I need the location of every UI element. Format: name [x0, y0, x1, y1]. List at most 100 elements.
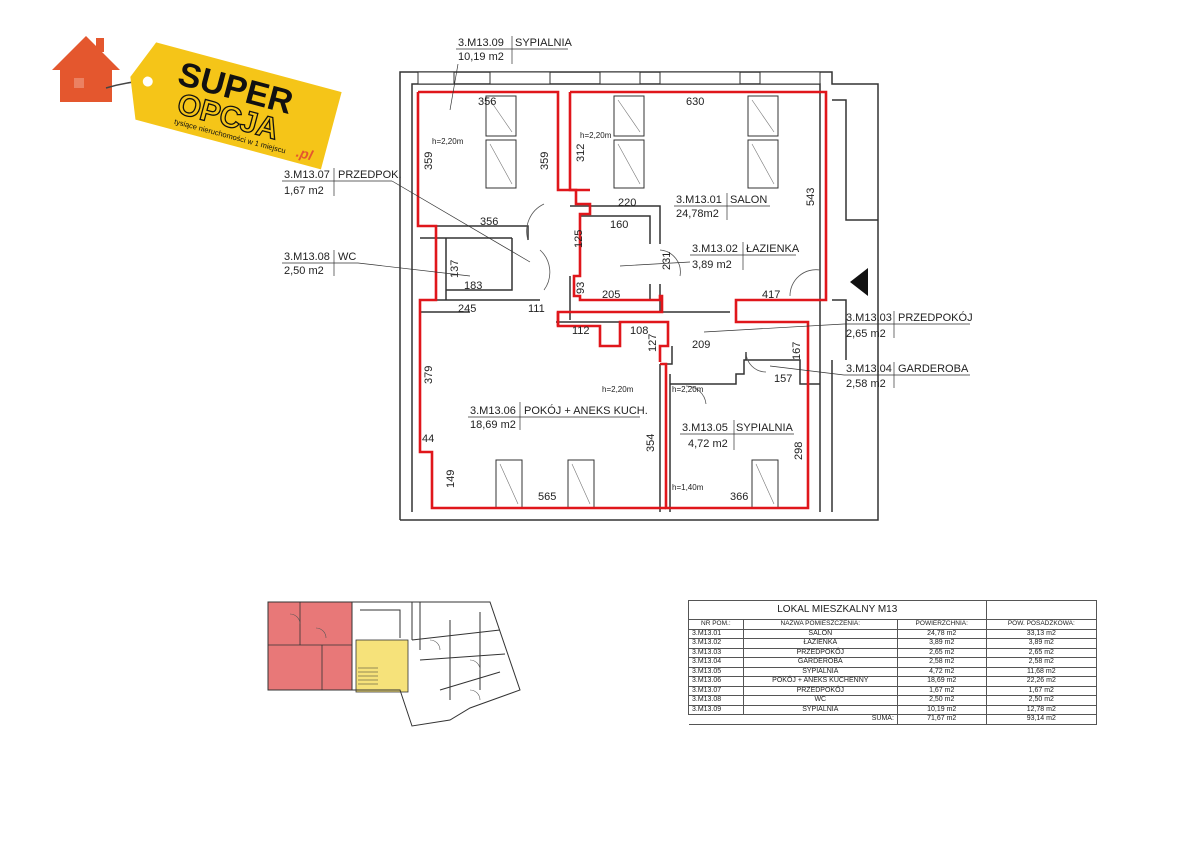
room-label-3-m13-06: 3.M13.06 POKÓJ + ANEKS KUCH. 18,69 m2	[468, 402, 648, 431]
svg-text:3,89 m2: 3,89 m2	[692, 259, 732, 271]
svg-text:GARDEROBA: GARDEROBA	[898, 363, 969, 375]
room-area-table: LOKAL MIESZKALNY M13 NR POM.: NAZWA POMI…	[688, 600, 1098, 725]
table-row: 3.M13.02 ŁAZIENKA 3,89 m2 3,89 m2	[688, 638, 1098, 649]
svg-text:ŁAZIENKA: ŁAZIENKA	[746, 243, 800, 255]
height-label: h=2,20m	[580, 131, 612, 140]
sum-area: 71,67 m2	[897, 714, 987, 725]
room-label-3-m13-02: 3.M13.02 ŁAZIENKA 3,89 m2	[619, 242, 800, 271]
dimension-label: 356	[480, 216, 498, 228]
room-label-3-m13-09: 3.M13.09 SYPIALNIA 10,19 m2	[449, 36, 573, 111]
dimension-label: 245	[458, 303, 476, 315]
table-row: 3.M13.06 POKÓJ + ANEKS KUCHENNY 18,69 m2…	[688, 676, 1098, 687]
room-label-3-m13-04: 3.M13.04 GARDEROBA 2,58 m2	[769, 362, 970, 390]
room-labels: 3.M13.09 SYPIALNIA 10,19 m2 3.M13.07 PRZ…	[282, 36, 973, 450]
table-title: LOKAL MIESZKALNY M13	[688, 600, 987, 620]
height-label: h=2,20m	[432, 137, 464, 146]
dimension-label: 630	[686, 96, 704, 108]
dimension-label: 359	[423, 152, 435, 170]
dimension-label: 565	[538, 491, 556, 503]
dimension-label: 366	[730, 491, 748, 503]
dimension-label: 137	[449, 260, 461, 278]
svg-text:2,65 m2: 2,65 m2	[846, 328, 886, 340]
svg-text:3.M13.09: 3.M13.09	[458, 37, 504, 49]
table-sum-row: SUMA: 71,67 m2 93,14 m2	[688, 714, 1098, 725]
dimension-label: 183	[464, 280, 482, 292]
table-header-cell: POWIERZCHNIA:	[896, 619, 987, 630]
svg-text:3.M13.07: 3.M13.07	[284, 169, 330, 181]
house-icon	[52, 36, 120, 102]
table-row: 3.M13.04 GARDEROBA 2,58 m2 2,58 m2	[688, 657, 1098, 668]
height-labels: h=2,20m h=2,20m h=2,20m h=2,20m h=1,40m	[432, 131, 704, 492]
dimension-label: 111	[528, 303, 545, 315]
svg-text:3.M13.03: 3.M13.03	[846, 312, 892, 324]
door-swings	[526, 203, 821, 405]
height-label: h=2,20m	[672, 385, 704, 394]
table-header-cell: NAZWA POMIESZCZENIA:	[742, 619, 898, 630]
dimension-label: 125	[573, 230, 585, 248]
dimension-label: 354	[645, 434, 657, 452]
room-label-3-m13-03: 3.M13.03 PRZEDPOKÓJ 2,65 m2	[703, 311, 973, 340]
table-header-row: NR POM.: NAZWA POMIESZCZENIA: POWIERZCHN…	[688, 619, 1098, 630]
dimension-label: 160	[610, 219, 628, 231]
svg-text:10,19 m2: 10,19 m2	[458, 51, 504, 63]
height-label: h=2,20m	[602, 385, 634, 394]
dimension-label: 44	[422, 433, 434, 445]
table-row: 3.M13.07 PRZEDPOKÓJ 1,67 m2 1,67 m2	[688, 685, 1098, 696]
dimension-label: 417	[762, 289, 780, 301]
dimension-label: 356	[478, 96, 496, 108]
key-plan	[267, 601, 521, 727]
dimension-label: 359	[539, 152, 551, 170]
room-label-3-m13-07: 3.M13.07 PRZEDPOK. 1,67 m2	[282, 168, 531, 263]
svg-text:4,72 m2: 4,72 m2	[688, 438, 728, 450]
sum-label: SUMA:	[743, 714, 898, 725]
dimension-label: 205	[602, 289, 620, 301]
dimension-label: 93	[575, 282, 587, 294]
dimension-label: 298	[793, 442, 805, 460]
svg-text:1,67 m2: 1,67 m2	[284, 185, 324, 197]
dimension-labels: 356 630 359 359 312 543 356 220 160 125 …	[422, 96, 817, 503]
dimension-label: 312	[575, 144, 587, 162]
room-label-3-m13-08: 3.M13.08 WC 2,50 m2	[282, 250, 471, 277]
key-plan-apartment-highlight	[267, 601, 353, 691]
logo-domain: .pl	[295, 144, 316, 164]
svg-text:2,50 m2: 2,50 m2	[284, 265, 324, 277]
svg-text:WC: WC	[338, 251, 356, 263]
table-row: 3.M13.08 WC 2,50 m2 2,50 m2	[688, 695, 1098, 706]
table-row: 3.M13.03 PRZEDPOKÓJ 2,65 m2 2,65 m2	[688, 647, 1098, 658]
windows-top	[417, 71, 821, 85]
dimension-label: 157	[774, 373, 792, 385]
dimension-label: 112	[572, 325, 590, 337]
key-plan-door-arcs	[289, 613, 481, 701]
svg-text:3.M13.02: 3.M13.02	[692, 243, 738, 255]
svg-text:SYPIALNIA: SYPIALNIA	[736, 422, 794, 434]
dimension-label: 127	[647, 334, 659, 352]
table-row: 3.M13.09 SYPIALNIA 10,19 m2 12,78 m2	[688, 704, 1098, 715]
dimension-label: 167	[791, 342, 803, 360]
table-title-spacer	[985, 600, 1098, 620]
dimension-label: 220	[618, 197, 636, 209]
svg-text:24,78m2: 24,78m2	[676, 208, 719, 220]
skylight-crosshatch	[489, 99, 775, 505]
table-header-cell: NR POM.:	[688, 619, 744, 630]
apartment-outline	[416, 90, 828, 510]
table-header-cell: POW. POSADZKOWA:	[985, 619, 1098, 630]
svg-text:3.M13.01: 3.M13.01	[676, 194, 722, 206]
table-row: 3.M13.01 SALON 24,78 m2 33,13 m2	[688, 628, 1098, 639]
height-label: h=1,40m	[672, 483, 704, 492]
entrance-arrow-icon	[850, 268, 868, 296]
svg-text:3.M13.06: 3.M13.06	[470, 405, 516, 417]
sum-floor-area: 93,14 m2	[986, 714, 1098, 725]
svg-text:PRZEDPOKÓJ: PRZEDPOKÓJ	[898, 311, 973, 324]
key-plan-stair-lines	[358, 667, 378, 685]
key-plan-stairwell	[355, 639, 409, 693]
dimension-label: 149	[445, 470, 457, 488]
svg-text:PRZEDPOK.: PRZEDPOK.	[338, 169, 402, 181]
room-label-3-m13-01: 3.M13.01 SALON 24,78m2	[674, 193, 770, 220]
svg-text:3.M13.05: 3.M13.05	[682, 422, 728, 434]
dimension-label: 543	[805, 188, 817, 206]
svg-text:18,69 m2: 18,69 m2	[470, 419, 516, 431]
key-plan-building	[352, 601, 521, 727]
table-row: 3.M13.05 SYPIALNIA 4,72 m2 11,68 m2	[688, 666, 1098, 677]
brand-logo: SUPER OPCJA tysiące nieruchomości w 1 mi…	[44, 30, 374, 185]
